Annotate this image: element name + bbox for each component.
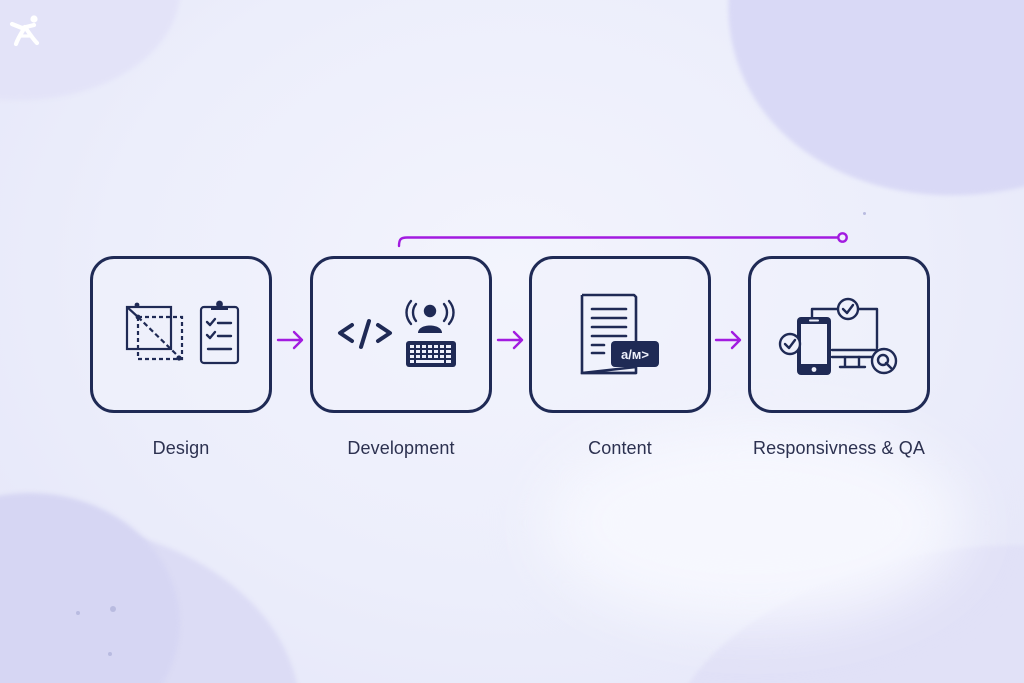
step-content: a/м> (529, 256, 711, 413)
devices-check-search-icon (778, 297, 898, 375)
step-label-content: Content (588, 438, 652, 458)
background-shape (0, 493, 180, 683)
background-dot (863, 212, 866, 215)
background-dot (76, 611, 80, 615)
step-label-design: Design (152, 438, 210, 458)
background-dot (108, 652, 112, 656)
step-development (310, 256, 492, 413)
step-design (90, 256, 272, 413)
document-text-icon: a/м> (580, 293, 659, 374)
background-dot (110, 606, 116, 612)
arrow-right-icon (276, 330, 304, 350)
content-badge: a/м> (621, 347, 649, 362)
feedback-connector-line (397, 232, 848, 248)
step-responsiveness-qa (748, 256, 930, 413)
background-shape (671, 0, 1024, 261)
figure-a-logo-icon (9, 15, 40, 47)
design-layers-clipboard-icon (125, 300, 240, 364)
code-developer-keyboard-icon (338, 299, 456, 367)
step-label-responsiveness-qa: Responsivness & QA (753, 438, 925, 458)
arrow-right-icon (714, 330, 742, 350)
background-glow (544, 423, 964, 623)
step-label-development: Development (347, 438, 455, 458)
arrow-right-icon (496, 330, 524, 350)
